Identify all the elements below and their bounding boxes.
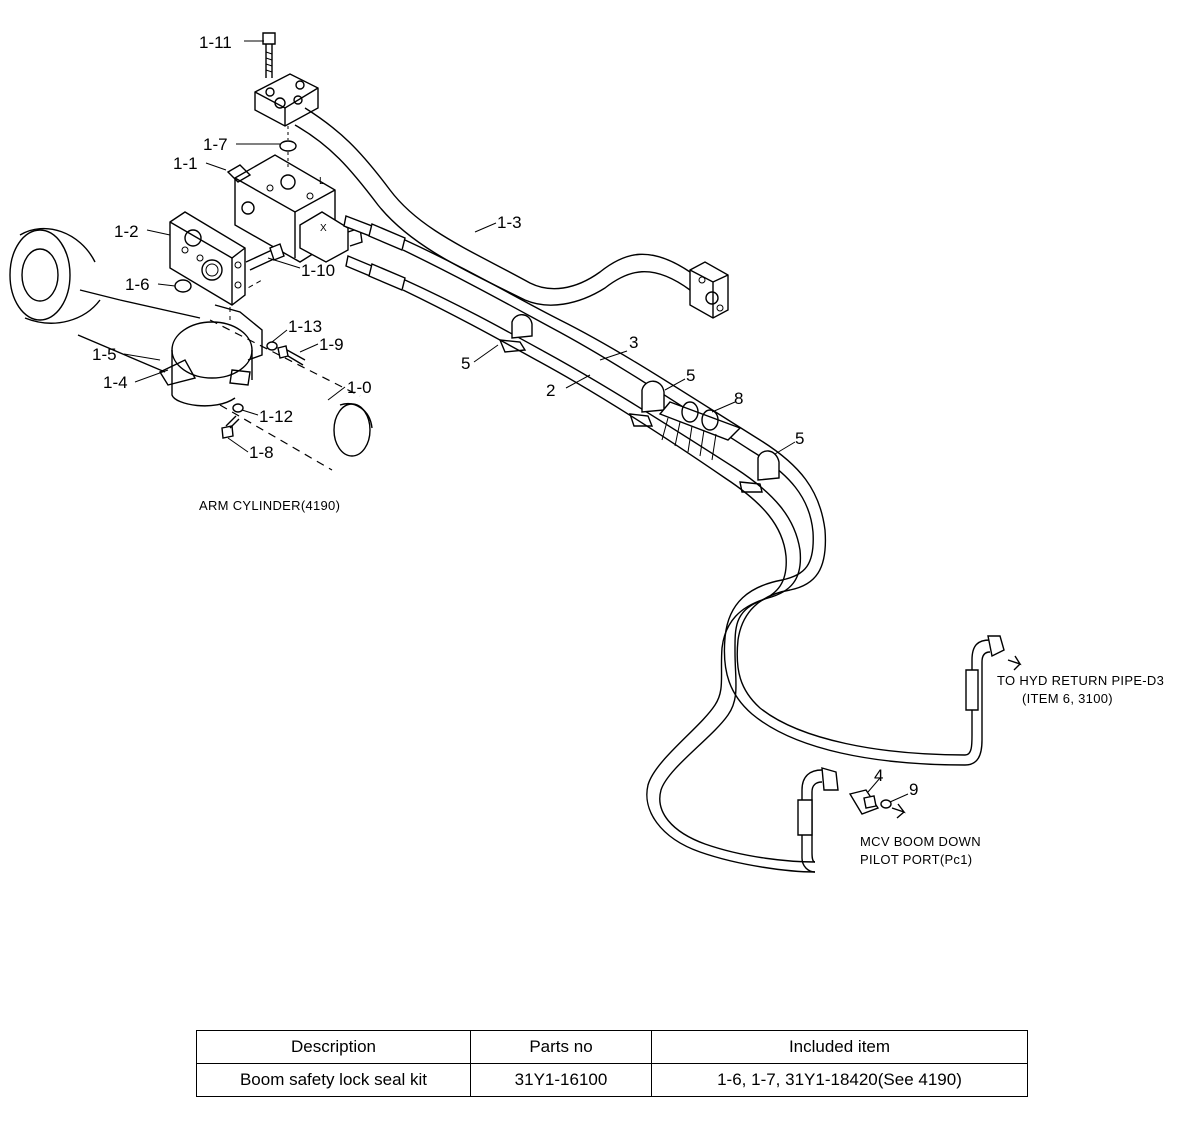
callout-2: 2 xyxy=(546,381,555,400)
washer-1-12 xyxy=(232,403,244,413)
arm-cylinder xyxy=(9,227,373,471)
o-ring-1-6 xyxy=(174,279,192,293)
callout-1-6: 1-6 xyxy=(125,275,150,294)
port-mark-l: L xyxy=(319,176,325,187)
washer-1-13 xyxy=(266,341,278,351)
pipe-1-3 xyxy=(294,107,729,319)
return-arrow-icon xyxy=(1007,655,1022,671)
o-ring-1-7 xyxy=(279,140,297,152)
callout-8: 8 xyxy=(734,389,743,408)
bolt-1-11 xyxy=(262,32,276,78)
return-pipe-label-line1: TO HYD RETURN PIPE-D3 xyxy=(997,673,1164,688)
callout-1-13: 1-13 xyxy=(288,317,322,336)
parts-table: Description Parts no Included item Boom … xyxy=(196,1030,1028,1097)
callout-5-c: 5 xyxy=(795,429,804,448)
leader-lines xyxy=(123,40,909,803)
arm-cylinder-label: ARM CYLINDER(4190) xyxy=(199,498,340,513)
callout-1-4: 1-4 xyxy=(103,373,128,392)
table-header-row: Description Parts no Included item xyxy=(196,1030,1028,1064)
callout-1-3: 1-3 xyxy=(497,213,522,232)
cell-included-item: 1-6, 1-7, 31Y1-18420(See 4190) xyxy=(651,1063,1028,1097)
callout-1-8: 1-8 xyxy=(249,443,274,462)
callout-5-b: 5 xyxy=(686,366,695,385)
callout-5-a: 5 xyxy=(461,354,470,373)
callout-4: 4 xyxy=(874,766,883,785)
callout-1-0: 1-0 xyxy=(347,378,372,397)
cell-description: Boom safety lock seal kit xyxy=(196,1063,471,1097)
mcv-pilot-label-line2: PILOT PORT(Pc1) xyxy=(860,852,972,867)
cell-parts-no: 31Y1-16100 xyxy=(470,1063,652,1097)
parts-diagram: L X xyxy=(9,32,1164,873)
port-mark-x: X xyxy=(320,223,327,234)
bolt-1-8 xyxy=(221,415,240,439)
callout-3: 3 xyxy=(629,333,638,352)
callout-1-12: 1-12 xyxy=(259,407,293,426)
header-description: Description xyxy=(196,1030,471,1064)
bolt-1-10 xyxy=(245,243,285,271)
hose-clamp-5-b xyxy=(628,380,665,427)
callout-1-9: 1-9 xyxy=(319,335,344,354)
o-ring-9 xyxy=(880,799,892,809)
callout-1-5: 1-5 xyxy=(92,345,117,364)
tee-fitting-4 xyxy=(848,789,880,815)
hose-clamp-5-c xyxy=(739,450,780,493)
return-pipe-label-line2: (ITEM 6, 3100) xyxy=(1022,691,1113,706)
table-row: Boom safety lock seal kit 31Y1-16100 1-6… xyxy=(196,1063,1028,1097)
callout-1-10: 1-10 xyxy=(301,261,335,280)
bolt-1-9 xyxy=(277,345,306,366)
mcv-pilot-label-line1: MCV BOOM DOWN xyxy=(860,834,981,849)
tie-band-8 xyxy=(658,401,742,461)
callout-1-1: 1-1 xyxy=(173,154,198,173)
valve-block-1-1 xyxy=(226,154,363,263)
callout-1-2: 1-2 xyxy=(114,222,139,241)
pilot-arrow-icon xyxy=(891,803,906,819)
callout-1-7: 1-7 xyxy=(203,135,228,154)
callout-9: 9 xyxy=(909,780,918,799)
flange-block-top xyxy=(254,73,319,127)
cylinder-clamp xyxy=(158,304,263,407)
hose-clamp-5-a xyxy=(498,314,533,353)
header-included-item: Included item xyxy=(651,1030,1028,1064)
callout-1-11: 1-11 xyxy=(199,33,232,52)
valve-block-1-2 xyxy=(169,211,246,306)
header-parts-no: Parts no xyxy=(470,1030,652,1064)
hose-2-3 xyxy=(343,215,1005,873)
